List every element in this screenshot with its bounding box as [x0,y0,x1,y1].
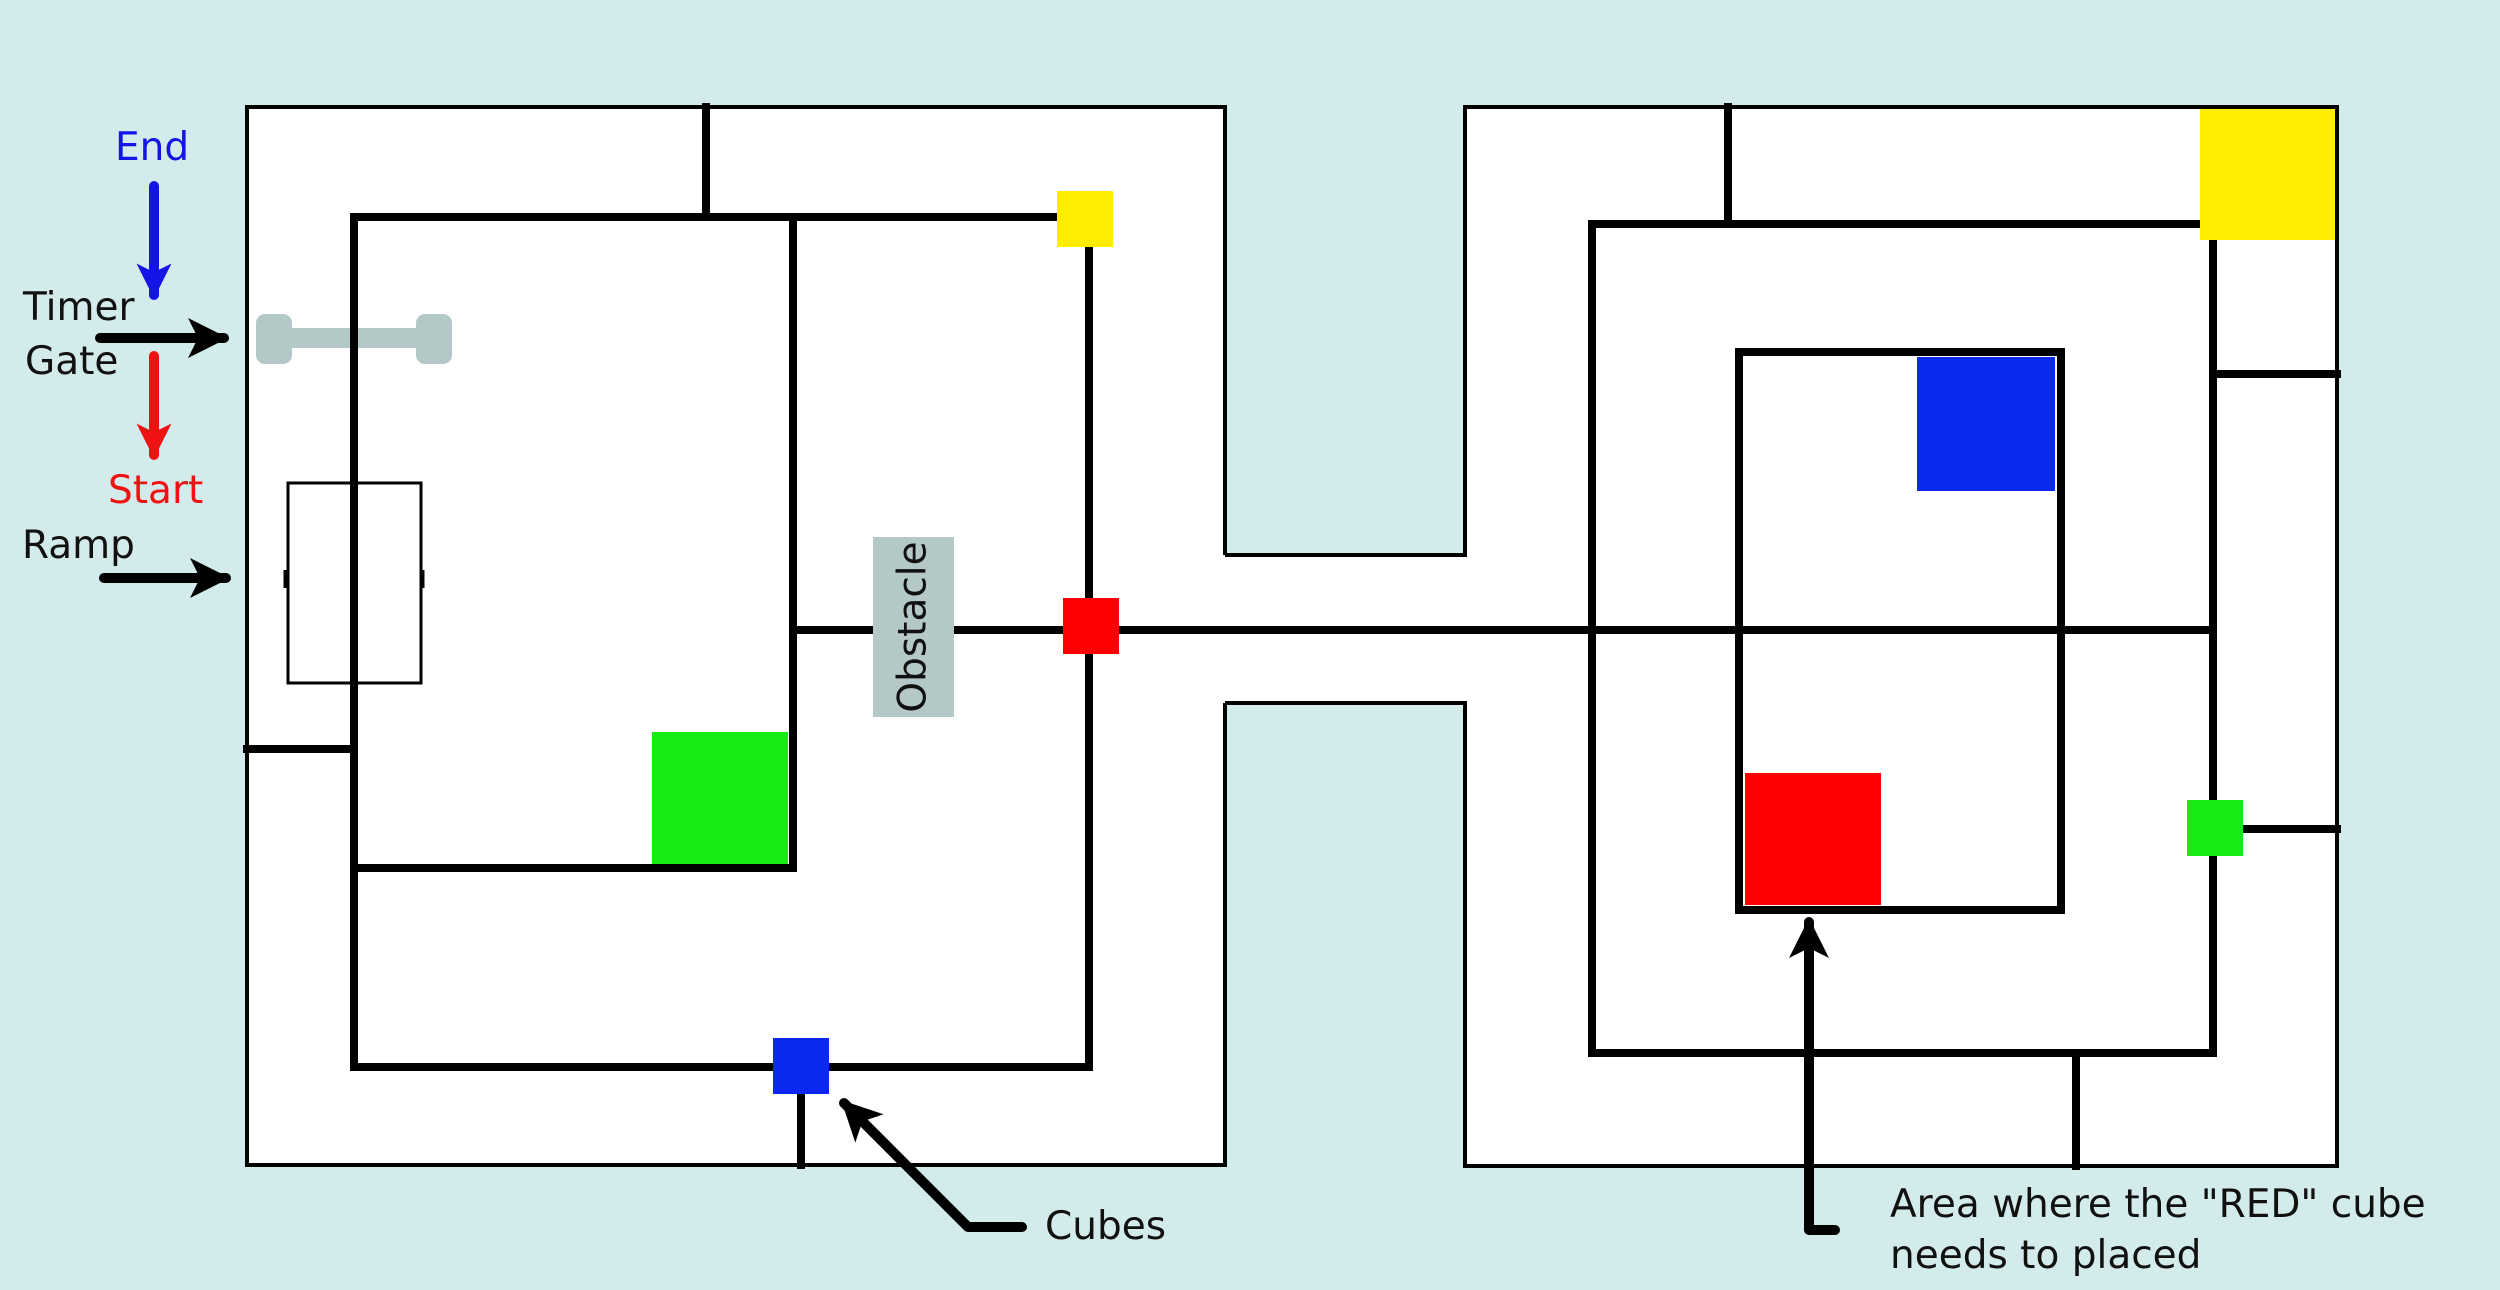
cube-red-small [1063,598,1119,654]
obstacle: Obstacle [873,537,954,717]
arrows [95,181,1840,1235]
end-label: End [115,125,189,170]
ramp-label: Ramp [22,523,135,568]
area-label-line1: Area where the "RED" cube [1890,1182,2426,1227]
cubes-label: Cubes [1045,1204,1166,1249]
zone-blue [1917,357,2055,491]
timer-label: Timer [22,285,135,330]
maze-lines [243,103,2341,1170]
cubes [652,109,2335,1094]
cubes-arrow [839,1098,1027,1232]
zone-red [1745,773,1881,905]
gate-label: Gate [25,339,118,384]
cube-green-small [2187,800,2243,856]
red-area-arrow [1789,917,1840,1235]
outer-boundary [245,105,2339,1168]
labels: End Timer Gate Start Ramp Cubes Area whe… [22,125,2426,1278]
obstacle-label: Obstacle [891,541,936,712]
area-label-line2: needs to placed [1890,1233,2201,1278]
arena-floor [247,107,2337,1166]
zone-green [652,732,788,864]
cube-yellow-small [1057,191,1113,247]
start-label: Start [108,468,203,513]
zone-yellow [2200,109,2335,240]
cube-blue-small [773,1038,829,1094]
